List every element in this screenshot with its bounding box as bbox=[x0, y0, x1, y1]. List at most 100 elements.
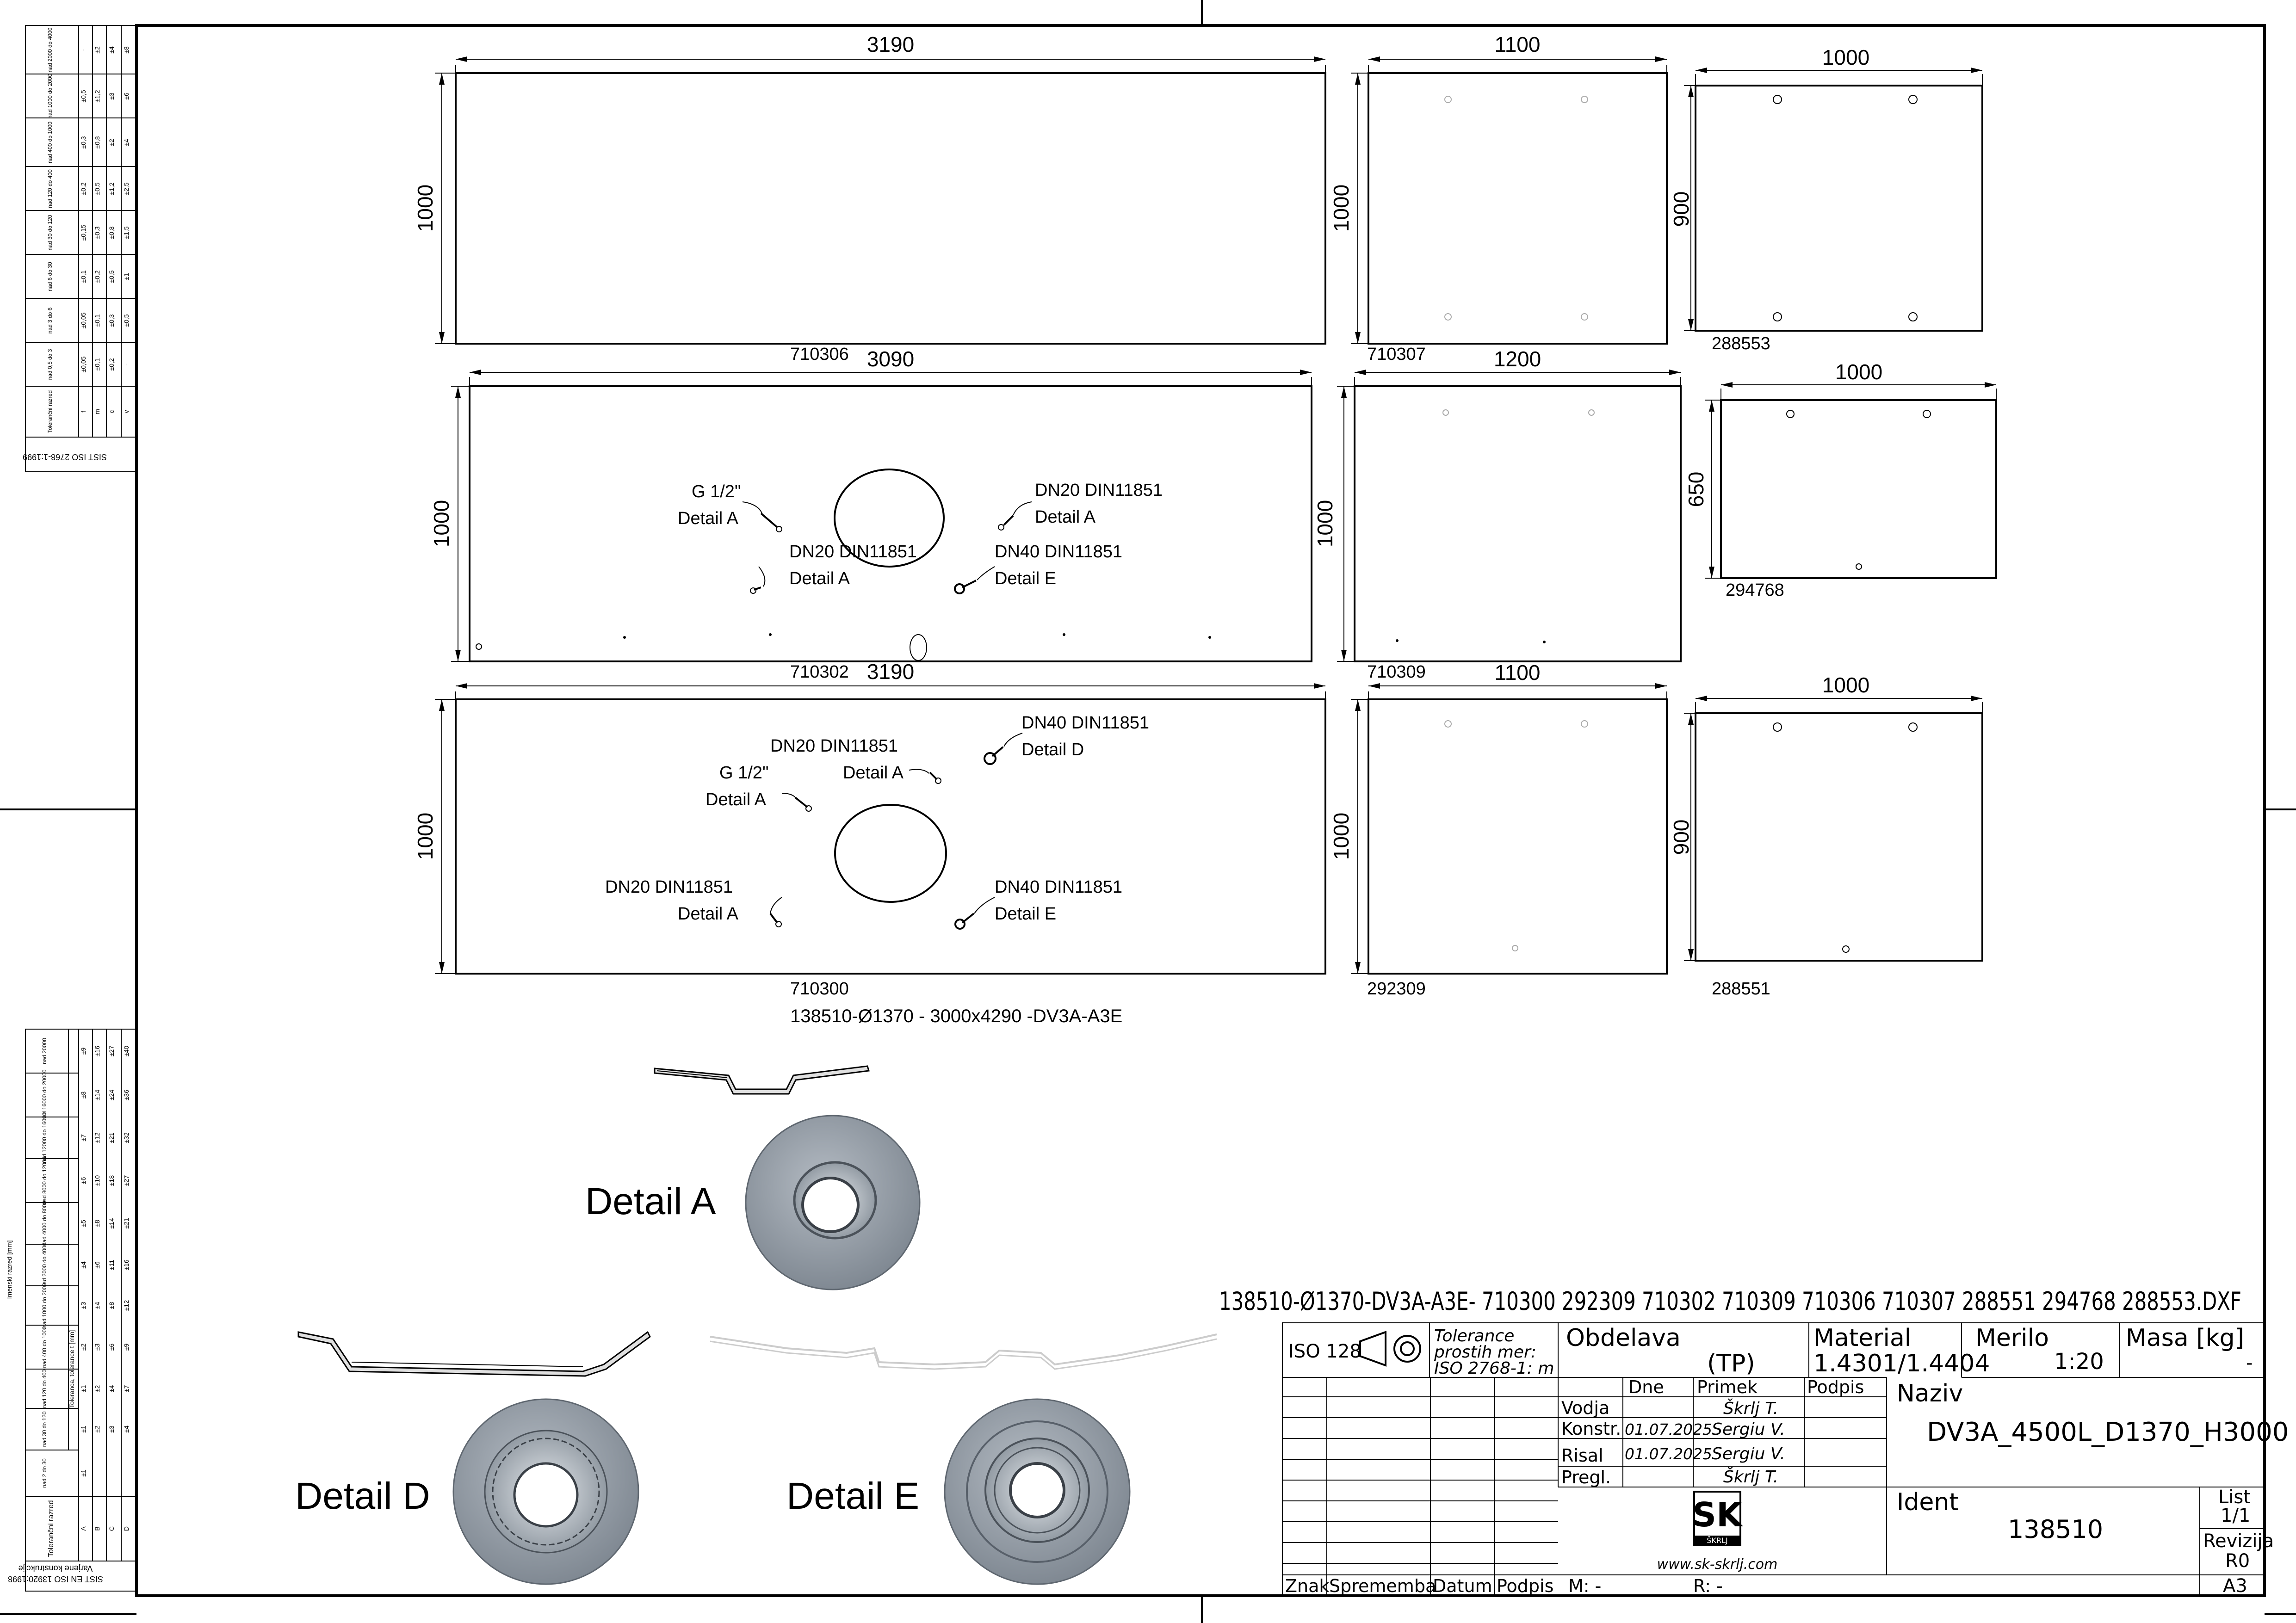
tb-tol-l1: Tolerance bbox=[1434, 1327, 1514, 1345]
tb-ident-value: 138510 bbox=[2008, 1515, 2103, 1544]
dim-288551-height: 900 bbox=[1669, 820, 1693, 855]
part-id-294768: 294768 bbox=[1726, 580, 1784, 600]
tol-lower-col-header: nad 8000 do 12000 bbox=[41, 1156, 48, 1204]
dim-288553-width: 1000 bbox=[1822, 45, 1869, 69]
tb-material-label: Material bbox=[1813, 1324, 1911, 1352]
tolerance-table-iso2768 bbox=[25, 25, 137, 472]
tol-lower-cell: ±4 bbox=[123, 1426, 130, 1433]
tol-lower-cell: ±1 bbox=[80, 1426, 87, 1433]
tol-lower-col-header: nad 120 do 400 bbox=[41, 1369, 48, 1408]
callout-g12-l1: G 1/2" bbox=[692, 482, 741, 501]
tol-lower-cell: ±16 bbox=[93, 1046, 101, 1056]
callout3-dn20-l2: Detail A bbox=[843, 763, 904, 783]
tb-row-vodja: Vodja bbox=[1561, 1398, 1609, 1418]
tol-upper-cell: ±0,3 bbox=[108, 314, 115, 327]
dim-292309-width: 1100 bbox=[1495, 660, 1541, 685]
tol-upper-cell: ±4 bbox=[108, 46, 115, 54]
tb-tol-l2: prostih mer: bbox=[1434, 1343, 1536, 1362]
title-block bbox=[1282, 1322, 2265, 1596]
tb-konstr-name: Sergiu V. bbox=[1712, 1420, 1785, 1439]
tol-upper-cell: ±0,3 bbox=[93, 226, 101, 239]
tol-upper-cell: ±1 bbox=[123, 273, 130, 280]
tb-ident-label: Ident bbox=[1897, 1488, 1959, 1516]
tol-upper-cell: ±0,1 bbox=[93, 358, 101, 370]
detail-d-label: Detail D bbox=[295, 1475, 430, 1517]
tb-obdelava-value: (TP) bbox=[1707, 1350, 1755, 1377]
tol-lower-cell: ±4 bbox=[80, 1261, 87, 1269]
tb-footer-r: R: - bbox=[1693, 1576, 1723, 1596]
tol-lower-cell: ±4 bbox=[108, 1385, 115, 1393]
tb-merilo-value: 1:20 bbox=[2054, 1349, 2104, 1375]
tol-lower-tol-header: Toleranca, tolerance t [mm] bbox=[68, 1330, 75, 1408]
detail-d-render bbox=[452, 1398, 639, 1585]
tol-upper-cell: ±0,05 bbox=[80, 356, 87, 372]
tol-upper-col-header: nad 0,5 do 3 bbox=[47, 349, 53, 380]
tol-lower-col-header: nad 400 do 1000 bbox=[41, 1326, 48, 1368]
tb-footer-datum: Datum bbox=[1433, 1576, 1492, 1596]
callout3-dn40e-l2: Detail E bbox=[995, 904, 1056, 924]
tol-lower-col-header: nad 30 do 120 bbox=[41, 1411, 48, 1447]
view-710302 bbox=[451, 370, 1312, 662]
tol-lower-cell: ±8 bbox=[93, 1220, 101, 1227]
callout-dn20b-l1: DN20 DIN11851 bbox=[1035, 481, 1163, 500]
tb-iso: ISO 128 bbox=[1288, 1341, 1362, 1362]
tol-lower-cell: ±3 bbox=[80, 1302, 87, 1309]
tol-lower-cell: ±1 bbox=[80, 1469, 87, 1477]
tol-lower-col-header: nad 20000 bbox=[41, 1038, 48, 1064]
part-id-710307: 710307 bbox=[1367, 345, 1426, 364]
tb-row-pregl: Pregl. bbox=[1561, 1467, 1611, 1487]
tol-upper-col-header: nad 400 do 1000 bbox=[47, 122, 53, 163]
tol-lower-cell: ±12 bbox=[123, 1300, 130, 1311]
tol-lower-cell: ±11 bbox=[108, 1260, 115, 1270]
tolerance-table-iso13920 bbox=[25, 1029, 137, 1592]
tol-upper-cell: ±0,5 bbox=[108, 270, 115, 283]
tb-risal-date: 01.07.2025 bbox=[1625, 1445, 1712, 1463]
tol-lower-cell: ±27 bbox=[123, 1175, 130, 1186]
dim-710307-width: 1100 bbox=[1495, 32, 1541, 56]
tol-lower-class: A bbox=[80, 1526, 87, 1531]
tol-upper-cell: ±0,15 bbox=[80, 224, 87, 241]
tb-revizija-label: Revizija bbox=[2203, 1530, 2274, 1552]
tol-lower-cell: ±2 bbox=[93, 1426, 101, 1433]
tb-vodja-name: Škrlj T. bbox=[1723, 1399, 1778, 1418]
tol-upper-cell: ±0,2 bbox=[93, 270, 101, 283]
tol-upper-cell: ±8 bbox=[123, 46, 130, 54]
callout3-dn40d-l2: Detail D bbox=[1021, 740, 1084, 759]
tol-upper-col-header: nad 6 do 30 bbox=[47, 262, 53, 291]
tol-lower-cell: ±27 bbox=[108, 1046, 115, 1056]
tol-lower-cell: ±7 bbox=[123, 1385, 130, 1393]
callout-dn20-l1: DN20 DIN11851 bbox=[789, 542, 917, 562]
tol-upper-cell: ±0,2 bbox=[80, 182, 87, 195]
tb-naziv-label: Naziv bbox=[1897, 1380, 1963, 1407]
tol-lower-cell: ±21 bbox=[108, 1132, 115, 1143]
tol-lower-cell: ±6 bbox=[108, 1344, 115, 1351]
tol-upper-col-header: nad 120 do 400 bbox=[47, 169, 53, 208]
tb-row-risal: Risal bbox=[1561, 1445, 1603, 1466]
tol-upper-class: c bbox=[108, 410, 115, 413]
tol-upper-cell: ±6 bbox=[123, 93, 130, 100]
tb-masa-value: - bbox=[2246, 1352, 2253, 1374]
dim-710309-width: 1200 bbox=[1494, 347, 1541, 371]
tb-col-podpis: Podpis bbox=[1807, 1377, 1864, 1397]
dim-710309-height: 1000 bbox=[1313, 500, 1337, 547]
tol-upper-class-header: Tolerančni razred bbox=[47, 390, 53, 433]
tol-upper-cell: - bbox=[80, 49, 87, 51]
tol-lower-col-header: nad 2000 do 4000 bbox=[41, 1242, 48, 1287]
callout3-dn20b-l2: Detail A bbox=[678, 904, 739, 924]
tol-upper-class: m bbox=[93, 409, 101, 414]
callouts-710300: DN20 DIN11851 Detail A G 1/2" Detail A D… bbox=[605, 713, 1149, 924]
tb-col-priimek: Primek bbox=[1697, 1377, 1758, 1397]
tol-lower-cell: ±10 bbox=[93, 1175, 101, 1186]
dim-710300-height: 1000 bbox=[413, 813, 437, 860]
tb-obdelava-label: Obdelava bbox=[1566, 1324, 1681, 1352]
callout-dn20-l2: Detail A bbox=[789, 569, 850, 588]
tb-tol-l3: ISO 2768-1: m bbox=[1434, 1359, 1554, 1378]
tol-lower-cell: ±12 bbox=[93, 1132, 101, 1143]
callout-dn20b-l2: Detail A bbox=[1035, 507, 1096, 527]
callout3-dn40e-l1: DN40 DIN11851 bbox=[995, 877, 1122, 897]
tb-row-konstr: Konstr. bbox=[1561, 1419, 1621, 1439]
detail-a-label: Detail A bbox=[585, 1180, 716, 1222]
tol-upper-col-header: nad 1000 do 2000 bbox=[47, 74, 53, 118]
